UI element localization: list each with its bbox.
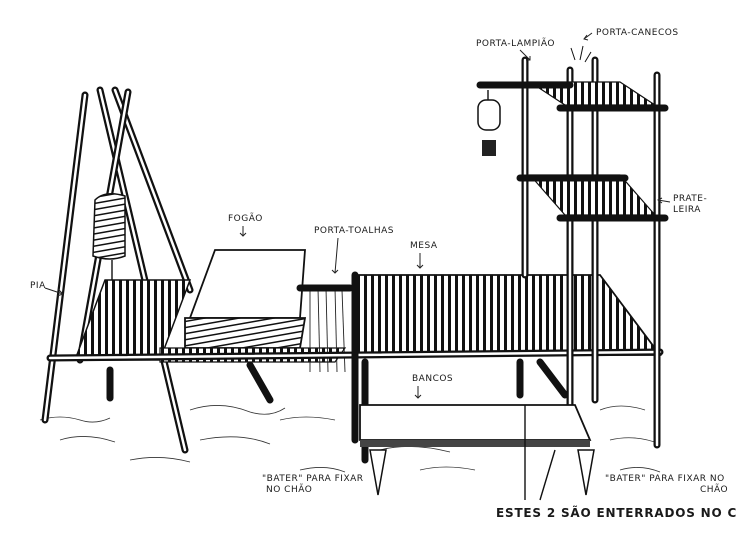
label-mesa: MESA [410,241,438,251]
label-bater-left-line1: "BATER" PARA FIXAR [262,474,364,484]
label-pia: PIA [30,281,46,291]
label-fogao: FOGÃO [228,214,263,224]
label-porta-lampiao: PORTA-LAMPIÃO [476,39,555,49]
label-porta-canecos: PORTA-CANECOS [596,28,679,38]
label-bater-left-line2: NO CHÃO [266,485,312,495]
label-bater-right-line1: "BATER" PARA FIXAR NO [605,474,725,484]
label-bater-right-line2: CHÃO [700,485,728,495]
label-prateleira-line2: LEIRA [673,205,701,215]
shelf-unit [478,46,665,445]
label-porta-toalhas: PORTA-TOALHAS [314,226,394,236]
label-enterrados: ESTES 2 SÃO ENTERRADOS NO CHÃO [496,508,736,518]
label-prateleira-line1: PRATE- [673,194,707,204]
label-bancos: BANCOS [412,374,453,384]
stove-box [160,250,345,400]
bench [360,405,594,500]
sink-tripod [45,90,190,450]
